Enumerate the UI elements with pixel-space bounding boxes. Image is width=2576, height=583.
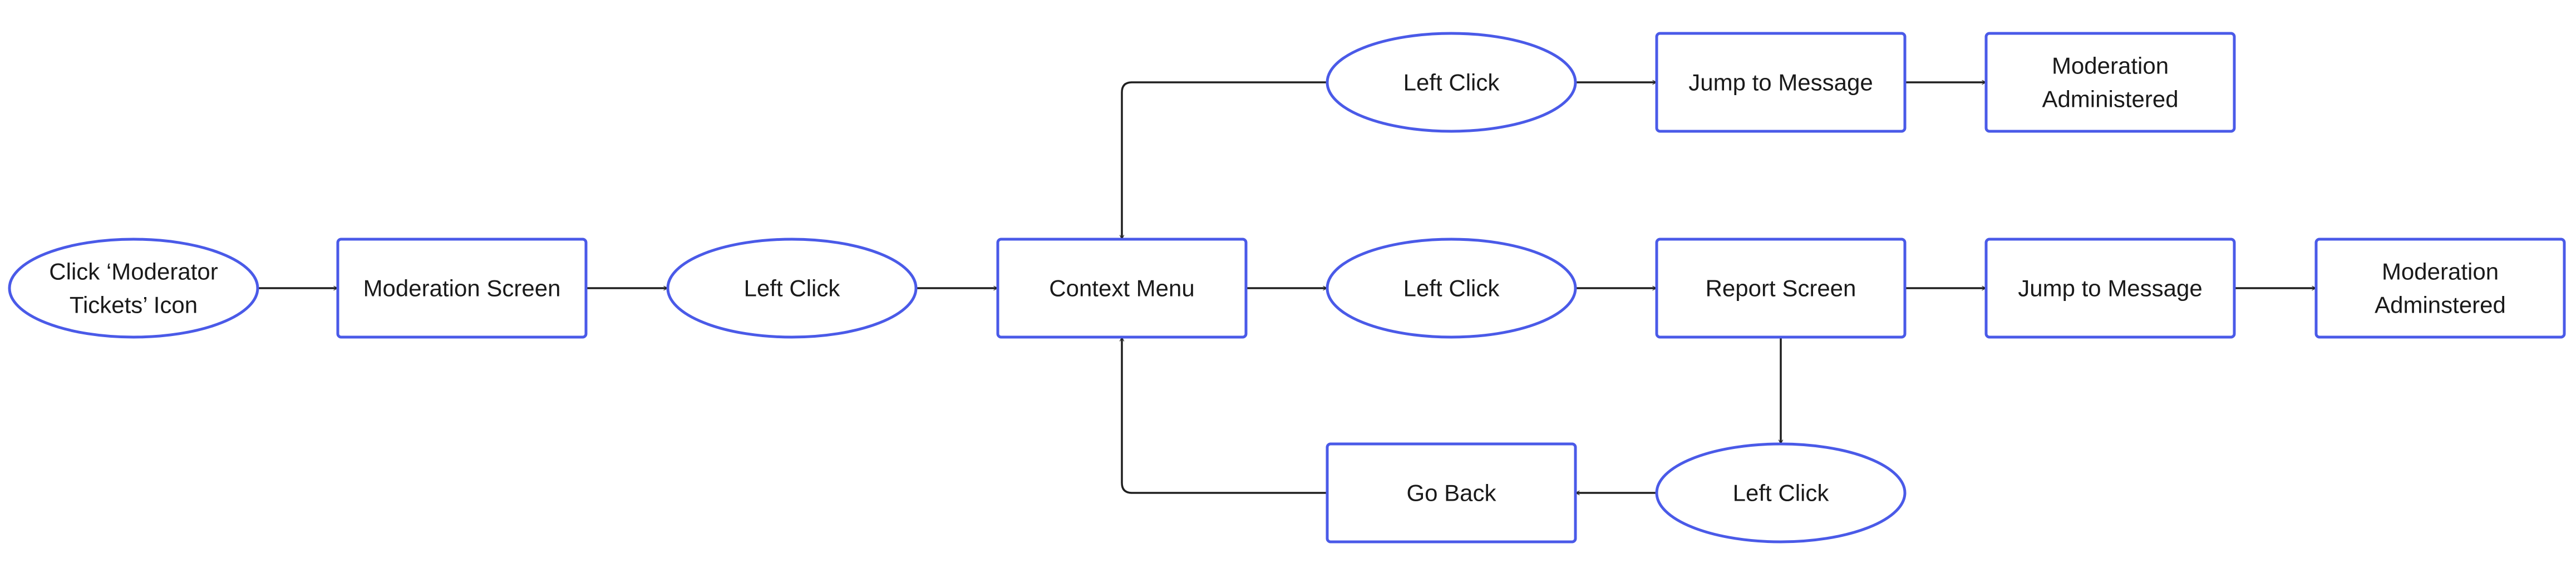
action-ellipse [8,238,259,339]
node-jump-top: Jump to Message [1655,32,1907,133]
screen-box [2314,238,2566,339]
node-label: Moderation [2382,259,2499,285]
screen-box [336,238,588,339]
node-label: Left Click [1403,70,1500,96]
node-left-click-mid: Left Click [1326,238,1577,339]
action-ellipse [1326,32,1577,133]
node-label: Left Click [1733,480,1830,506]
arrow-left-click-top-to-context-menu [1122,81,1327,239]
node-left-click-1: Left Click [666,238,918,339]
node-label: Report Screen [1706,275,1856,302]
node-label: Left Click [744,275,841,302]
node-label: Tickets’ Icon [70,292,198,318]
arrow-go-back-to-context-menu [1122,337,1327,494]
screen-box [1655,238,1907,339]
screen-box [1984,238,2236,339]
screen-box [996,238,1248,339]
screen-box [1655,32,1907,133]
action-ellipse [666,238,918,339]
node-label: Left Click [1403,275,1500,302]
node-label: Context Menu [1049,275,1194,302]
node-go-back: Go Back [1326,442,1577,544]
screen-box [1984,32,2236,133]
node-context-menu: Context Menu [996,238,1248,339]
screen-box [1326,442,1577,544]
node-label: Adminstered [2375,292,2506,318]
node-label: Jump to Message [1688,70,1873,96]
action-ellipse [1655,442,1907,544]
connector-layer [258,82,2316,493]
node-left-click-top: Left Click [1326,32,1577,133]
node-moderation-screen: Moderation Screen [336,238,588,339]
node-label: Moderation Screen [363,275,561,302]
node-label: Moderation [2052,53,2169,79]
node-label: Click ‘Moderator [49,259,218,285]
node-left-click-bottom: Left Click [1655,442,1907,544]
action-ellipse [1326,238,1577,339]
node-jump-mid: Jump to Message [1984,238,2236,339]
node-label: Go Back [1406,480,1496,506]
node-label: Administered [2042,86,2178,112]
node-label: Jump to Message [2018,275,2203,302]
node-report-screen: Report Screen [1655,238,1907,339]
